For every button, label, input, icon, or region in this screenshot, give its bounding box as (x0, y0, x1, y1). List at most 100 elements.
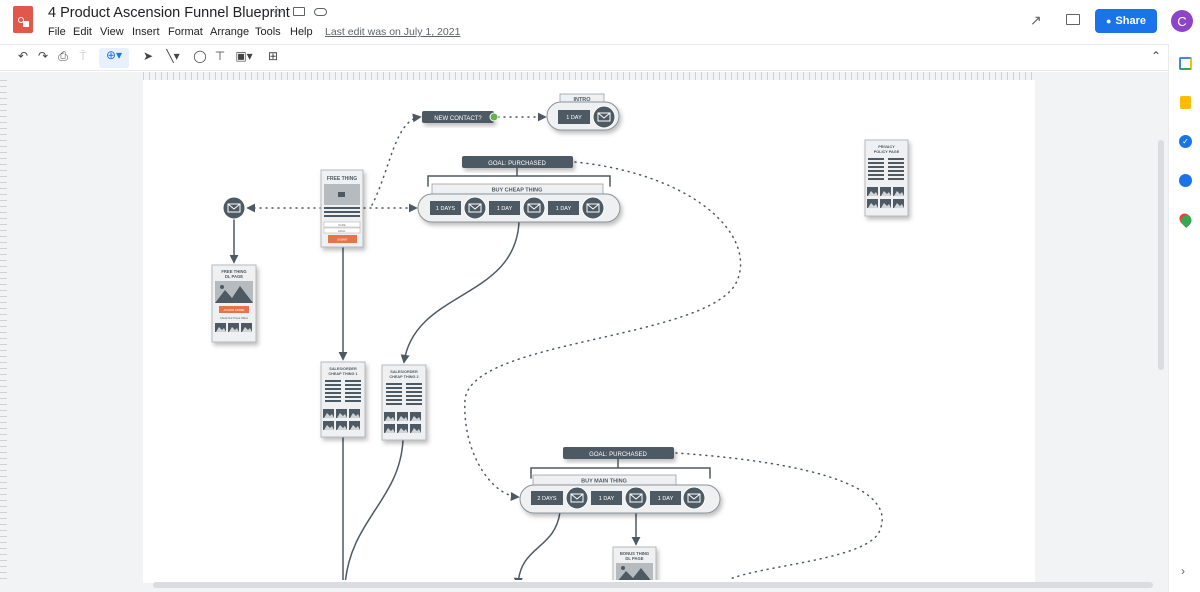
select-icon[interactable]: ➤ (142, 49, 154, 63)
free-thing-dl-page[interactable]: FREE THING DL PAGE ACCESS ORDER Check Ou… (211, 264, 257, 343)
bonus-thing-dl-page[interactable]: BONUS THING DL PAGE (612, 546, 657, 592)
delay-label: 2 DAYS (537, 496, 556, 502)
lock-person-icon: ● (1105, 16, 1112, 26)
new-contact-decision[interactable]: NEW CONTACT? (422, 111, 494, 123)
menu-file[interactable]: File (48, 26, 66, 38)
connector (513, 511, 561, 580)
menu-arrange[interactable]: Arrange (210, 26, 250, 38)
email-icon[interactable] (222, 196, 246, 220)
submit-button: SUBMIT (337, 238, 348, 242)
email-icon (463, 196, 487, 220)
vertical-ruler (0, 80, 7, 583)
menu-edit[interactable]: Edit (73, 26, 92, 38)
email-icon (592, 105, 616, 129)
share-button[interactable]: ●Share (1095, 9, 1157, 33)
goal-purchased-1[interactable]: GOAL: PURCHASED (462, 156, 573, 168)
offers-caption: Check Out These Offers (220, 316, 249, 320)
slides-logo[interactable] (13, 6, 33, 33)
menu-help[interactable]: Help (290, 26, 313, 38)
vertical-scrollbar[interactable] (1158, 140, 1164, 370)
page-title-line2: DL PAGE (625, 556, 643, 561)
line-icon[interactable]: ╲▾ (166, 49, 180, 63)
page-title-line2: CHEAP THING 1 (328, 372, 357, 376)
email-field: EMAIL (338, 230, 346, 233)
cloud-status-icon[interactable] (314, 8, 327, 16)
text-box-icon[interactable]: ⊤ (214, 49, 226, 63)
goal-label: GOAL: PURCHASED (589, 452, 647, 458)
delay-label: 1 DAYS (436, 206, 455, 212)
comments-icon[interactable] (1066, 14, 1080, 25)
horizontal-scrollbar[interactable] (153, 582, 1153, 588)
connectors (229, 112, 883, 580)
maps-icon[interactable] (1177, 211, 1194, 228)
document-title[interactable]: 4 Product Ascension Funnel Blueprint (48, 5, 290, 21)
access-order-button: ACCESS ORDER (224, 308, 245, 312)
email-icon (624, 486, 648, 510)
name-field: NAME (338, 224, 346, 227)
connector (400, 221, 520, 364)
collapse-toolbar-icon[interactable]: ⌃ (1150, 49, 1162, 63)
email-icon (682, 486, 706, 510)
menu-tools[interactable]: Tools (255, 26, 281, 38)
page-title-line1: PRIVACY (878, 145, 895, 149)
tasks-icon[interactable]: ✓ (1179, 135, 1192, 148)
print-icon[interactable]: ⎙ (58, 49, 68, 63)
add-comment-icon[interactable]: ⊞ (267, 49, 279, 63)
delay-label: 1 DAY (497, 206, 513, 212)
toolbar: ↶ ↷ ⎙ ⍑ ⊕▾ ➤ ╲▾ ◯ ⊤ ▣▾ ⊞ ⌃ (0, 44, 1168, 71)
expand-panel-chevron-icon[interactable]: › (1181, 564, 1185, 578)
page-title-line1: SALES/ORDER (329, 367, 357, 371)
connector (344, 439, 404, 580)
intro-title: INTRO (573, 97, 591, 103)
page-title-line2: DL PAGE (225, 274, 243, 279)
sequence-title: BUY MAIN THING (581, 479, 627, 485)
goal-purchased-2[interactable]: GOAL: PURCHASED (563, 447, 674, 459)
bracket (530, 458, 711, 479)
new-contact-label: NEW CONTACT? (434, 116, 482, 122)
share-label: Share (1115, 15, 1146, 27)
delay-label: 1 DAY (556, 206, 572, 212)
delay-label: 1 DAY (599, 496, 615, 502)
intro-delay: 1 DAY (566, 115, 582, 121)
buy-main-thing-sequence[interactable]: BUY MAIN THING 2 DAYS 1 DAY 1 DAY (519, 474, 721, 514)
page-title-line1: SALES/ORDER (390, 370, 418, 374)
page-title-line2: CHEAP THING 2 (389, 375, 418, 379)
undo-icon[interactable]: ↶ (17, 49, 29, 63)
account-avatar[interactable]: C (1171, 10, 1193, 32)
page-title-line1: FREE THING (221, 269, 246, 274)
zoom-icon[interactable]: ⊕▾ (99, 48, 129, 68)
calendar-icon[interactable] (1179, 57, 1192, 70)
keep-icon[interactable] (1180, 96, 1191, 109)
dotted-connector (675, 452, 883, 580)
menu-format[interactable]: Format (168, 26, 203, 38)
email-icon (522, 196, 546, 220)
sales-order-cheap-thing-2-page[interactable]: SALES/ORDER CHEAP THING 2 (381, 364, 427, 441)
move-folder-icon[interactable] (293, 7, 305, 16)
privacy-policy-page[interactable]: PRIVACY POLICY PAGE (864, 139, 909, 217)
image-icon[interactable]: ▣▾ (235, 49, 253, 63)
paint-format-icon[interactable]: ⍑ (79, 49, 87, 63)
contacts-icon[interactable] (1179, 174, 1192, 187)
delay-label: 1 DAY (658, 496, 674, 502)
goal-label: GOAL: PURCHASED (488, 161, 546, 167)
activity-trend-icon[interactable]: ↗ (1030, 12, 1042, 28)
horizontal-ruler (143, 72, 1035, 80)
last-edit-link[interactable]: Last edit was on July 1, 2021 (325, 26, 461, 38)
dotted-connector (371, 113, 422, 206)
sales-order-cheap-thing-1-page[interactable]: SALES/ORDER CHEAP THING 1 (320, 361, 366, 438)
page-title: FREE THING (327, 176, 357, 182)
intro-sequence[interactable]: INTRO 1 DAY (546, 93, 620, 131)
shape-icon[interactable]: ◯ (193, 49, 207, 63)
menu-view[interactable]: View (100, 26, 124, 38)
email-icon (581, 196, 605, 220)
video-play-icon (338, 192, 345, 197)
star-icon[interactable]: ☆ (272, 5, 284, 20)
redo-icon[interactable]: ↷ (37, 49, 49, 63)
side-panel: ✓ › (1168, 44, 1200, 592)
page-title-line2: POLICY PAGE (874, 150, 900, 154)
free-thing-page[interactable]: FREE THING NAME EMAIL SUBMIT (320, 169, 364, 248)
menu-insert[interactable]: Insert (132, 26, 160, 38)
page-title-line1: BONUS THING (620, 551, 649, 556)
buy-cheap-thing-sequence[interactable]: BUY CHEAP THING 1 DAYS 1 DAY 1 DAY (417, 183, 621, 223)
